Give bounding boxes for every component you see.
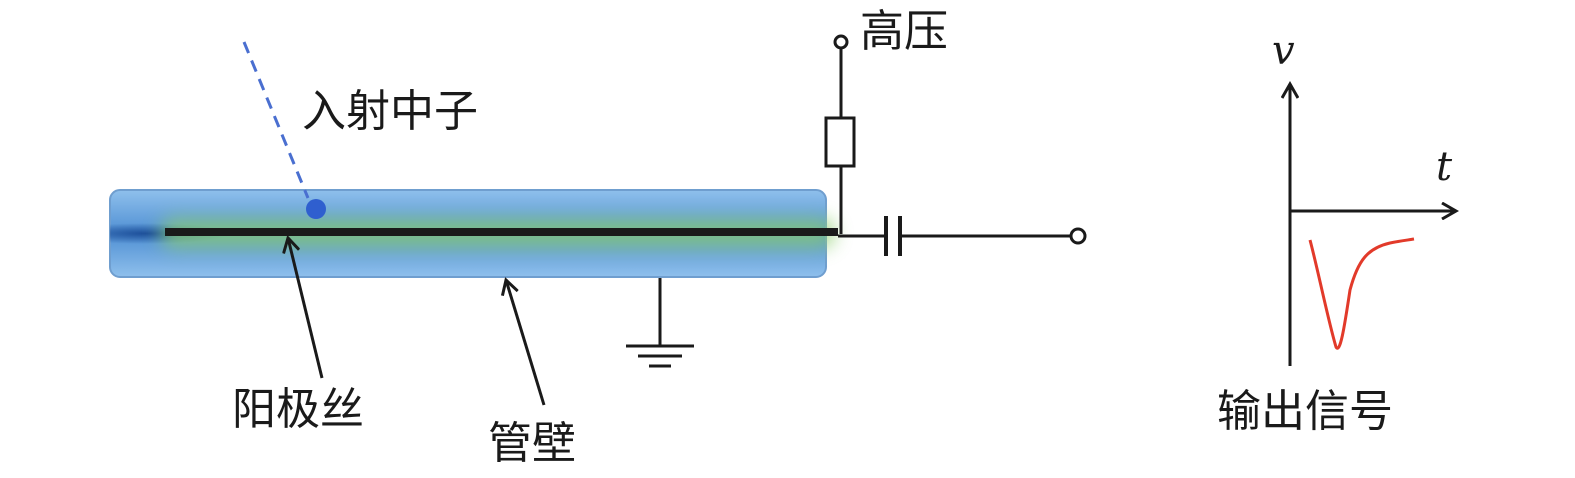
detector-tube xyxy=(109,189,838,278)
output-coupling xyxy=(838,216,1087,256)
high-voltage-branch xyxy=(824,34,856,234)
v-axis-label: v xyxy=(1272,28,1295,74)
anode-wire-pointer xyxy=(288,238,324,379)
terminal-icon xyxy=(833,34,849,50)
t-axis-label: t xyxy=(1436,144,1453,190)
neutron-dot xyxy=(306,199,326,219)
tube-wall-label: 管壁 xyxy=(488,418,576,469)
ground-icon xyxy=(626,278,694,368)
incident-neutron-label: 入射中子 xyxy=(302,86,478,137)
signal-pulse xyxy=(1308,237,1415,350)
output-terminal-icon xyxy=(1069,227,1087,245)
high-voltage-label: 高压 xyxy=(860,6,948,57)
neutron-path xyxy=(242,41,310,199)
tube-wall-pointer xyxy=(506,280,546,406)
signal-plot: v t xyxy=(1272,28,1456,366)
output-signal-label: 输出信号 xyxy=(1217,386,1393,437)
anode-wire-label: 阳极丝 xyxy=(232,384,364,435)
resistor-icon xyxy=(824,116,856,168)
